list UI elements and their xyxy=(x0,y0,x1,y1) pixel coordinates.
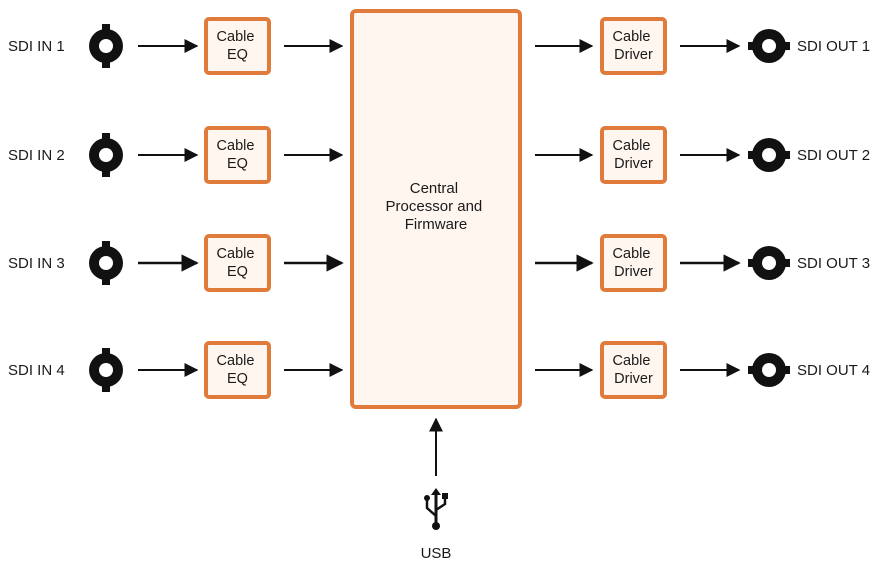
cable-driver-box xyxy=(600,341,667,399)
svg-text:Cable EQ: Cable EQ xyxy=(217,353,259,387)
processor-label-line-3: Firmware xyxy=(405,216,468,233)
svg-text:Cable EQ: Cable EQ xyxy=(217,138,259,172)
input-label: SDI IN 4 xyxy=(8,362,65,379)
bnc-connector-icon xyxy=(748,29,790,63)
input-row-2: SDI IN 2 Cable EQ xyxy=(8,126,344,184)
cable-eq-label-line-1: Cable xyxy=(217,29,255,45)
bnc-connector-icon xyxy=(748,353,790,387)
output-label: SDI OUT 4 xyxy=(797,362,870,379)
cable-eq-label-line-2: EQ xyxy=(227,156,248,172)
output-row-3: Cable Driver SDI OUT 3 xyxy=(535,234,870,292)
input-row-3: SDI IN 3 Cable EQ xyxy=(8,234,344,292)
output-row-1: Cable Driver SDI OUT 1 xyxy=(535,17,870,75)
output-row-4: Cable Driver SDI OUT 4 xyxy=(535,341,870,399)
cable-eq-label-line-2: EQ xyxy=(227,371,248,387)
svg-text:Central Processor and: Central Processor and Firmware xyxy=(386,180,487,233)
cable-eq-label-line-2: EQ xyxy=(227,47,248,63)
central-processor-box xyxy=(350,9,522,409)
output-label: SDI OUT 3 xyxy=(797,255,870,272)
cable-driver-label-line-1: Cable xyxy=(613,246,651,262)
processor-label-line-1: Central xyxy=(410,180,458,197)
input-label: SDI IN 3 xyxy=(8,255,65,272)
cable-driver-box xyxy=(600,17,667,75)
usb-port: USB xyxy=(421,417,452,562)
svg-text:Cable Driver: Cable Driver xyxy=(613,246,655,280)
cable-eq-label-line-2: EQ xyxy=(227,264,248,280)
svg-text:Cable Driver: Cable Driver xyxy=(613,138,655,172)
bnc-connector-icon xyxy=(89,348,123,392)
cable-driver-label-line-1: Cable xyxy=(613,353,651,369)
cable-driver-label-line-1: Cable xyxy=(613,138,651,154)
cable-eq-box xyxy=(204,341,271,399)
cable-eq-label-line-1: Cable xyxy=(217,138,255,154)
bnc-connector-icon xyxy=(748,138,790,172)
cable-eq-box xyxy=(204,17,271,75)
input-label: SDI IN 2 xyxy=(8,147,65,164)
usb-label: USB xyxy=(421,545,452,562)
cable-driver-label-line-2: Driver xyxy=(614,264,653,280)
central-processor: Central Processor and Firmware xyxy=(350,9,522,409)
output-label: SDI OUT 1 xyxy=(797,38,870,55)
svg-text:Cable Driver: Cable Driver xyxy=(613,29,655,63)
input-row-1: SDI IN 1 Cable EQ xyxy=(8,17,344,75)
cable-driver-box xyxy=(600,126,667,184)
bnc-connector-icon xyxy=(89,133,123,177)
cable-eq-label-line-1: Cable xyxy=(217,246,255,262)
bnc-connector-icon xyxy=(748,246,790,280)
usb-icon xyxy=(424,488,448,530)
bnc-connector-icon xyxy=(89,24,123,68)
input-label: SDI IN 1 xyxy=(8,38,65,55)
cable-eq-label-line-1: Cable xyxy=(217,353,255,369)
cable-driver-label-line-2: Driver xyxy=(614,156,653,172)
processor-label-line-2: Processor and xyxy=(386,198,483,215)
svg-text:Cable EQ: Cable EQ xyxy=(217,246,259,280)
input-row-4: SDI IN 4 Cable EQ xyxy=(8,341,344,399)
output-row-2: Cable Driver SDI OUT 2 xyxy=(535,126,870,184)
svg-text:Cable EQ: Cable EQ xyxy=(217,29,259,63)
cable-driver-box xyxy=(600,234,667,292)
cable-driver-label-line-2: Driver xyxy=(614,371,653,387)
cable-eq-box xyxy=(204,126,271,184)
cable-driver-label-line-2: Driver xyxy=(614,47,653,63)
output-label: SDI OUT 2 xyxy=(797,147,870,164)
svg-text:Cable Driver: Cable Driver xyxy=(613,353,655,387)
bnc-connector-icon xyxy=(89,241,123,285)
cable-eq-box xyxy=(204,234,271,292)
cable-driver-label-line-1: Cable xyxy=(613,29,651,45)
